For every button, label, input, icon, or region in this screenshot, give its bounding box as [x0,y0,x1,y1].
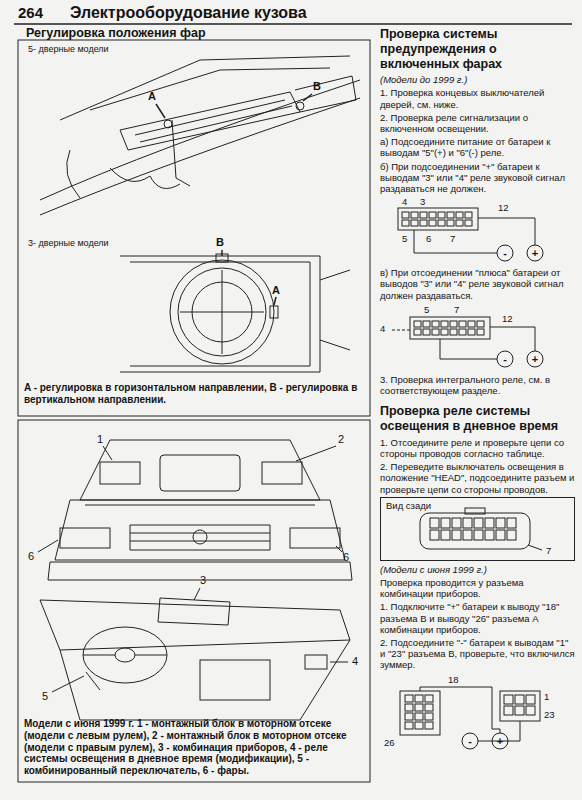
figure-label: 5- дверные модели [28,44,109,55]
relay-test-schematic [380,196,575,264]
figure-caption: Модели с июня 1999 г. 1 - монтажный блок… [24,718,364,777]
instruction-text: 2. Проверка реле сигнализации о включенн… [380,112,575,134]
callout-number: 4 [352,655,358,668]
pin-number: 7 [454,304,459,315]
pin-number: 6 [426,233,431,244]
headlamp-3door-drawing [120,250,350,372]
battery-terminal: - [462,733,478,749]
instruction-text: 1. Проверка концевых выключателей дверей… [380,87,575,109]
battery-terminal: - [497,351,513,367]
pin-number: 7 [546,545,551,556]
section-heading: Проверка системы предупреждения о включе… [380,27,575,71]
pin-number: 12 [502,313,513,324]
pin-number: 26 [384,737,395,748]
instruction-text: б) При подсоединении "+" батареи к вывод… [380,161,575,195]
pin-number: 1 [544,691,549,702]
callout-number: 2 [338,433,344,446]
pin-number: 4 [402,196,407,207]
instruction-text: 1. Отсоедините реле и проверьте цепи со … [380,437,575,459]
pin-number: 7 [450,233,455,244]
header-rule [14,23,572,25]
battery-terminal: - [497,245,513,261]
battery-terminal: + [492,733,508,749]
instruction-text: а) Подсоедините питание от батареи к выв… [380,136,575,158]
callout-letter: B [216,236,224,249]
callout-number: 1 [97,433,103,446]
instruction-text: 3. Проверка интегрального реле, см. в со… [380,374,575,396]
instruction-text: (Модели с июня 1999 г.) [380,564,575,575]
page-number: 264 [18,4,43,22]
pin-number: 4 [380,323,385,334]
figure-label: 3- дверные модели [28,238,109,249]
battery-terminal: + [527,245,543,261]
callout-letter: A [148,90,156,103]
callout-number: 6 [28,550,34,563]
instruction-text: Проверка проводится у разъема комбинации… [380,577,575,599]
instruction-text: 2. Подсоедините "-" батареи к выводам "1… [380,637,575,671]
pin-number: 3 [420,196,425,207]
figure-frame [18,40,370,416]
pin-number: Вид сзади [386,500,431,511]
figure-frame [18,420,370,782]
instruction-text: 1. Подключите "+" батареи к выводу "18" … [380,601,575,635]
section-heading: Регулировка положения фар [26,26,206,41]
figure-caption: A - регулировка в горизонтальном направл… [24,382,364,406]
pin-number: 23 [544,709,555,720]
instruction-text: 2. Переведите выключатель освещения в по… [380,461,575,495]
dashboard-drawing [40,588,350,720]
page-title: Электрооборудование кузова [70,4,307,23]
pin-number: 18 [448,674,459,685]
callout-letter: B [313,80,321,93]
callout-number: 3 [200,574,206,587]
relay-test-schematic [380,303,575,371]
callout-number: 5 [42,690,48,703]
callout-letter: A [272,284,280,297]
pin-number: 5 [402,233,407,244]
pin-number: 12 [498,202,509,213]
vehicle-front-drawing [38,440,352,580]
battery-terminal: + [527,351,543,367]
section-heading: Проверка реле системы освещения в дневно… [380,404,575,434]
callout-number: 6 [343,551,349,564]
instruction-text: в) При отсоединении "плюса" батареи от в… [380,267,575,301]
instruction-text: (Модели до 1999 г.) [380,74,575,85]
headlamp-5door-drawing [40,56,360,215]
pin-number: 5 [424,304,429,315]
